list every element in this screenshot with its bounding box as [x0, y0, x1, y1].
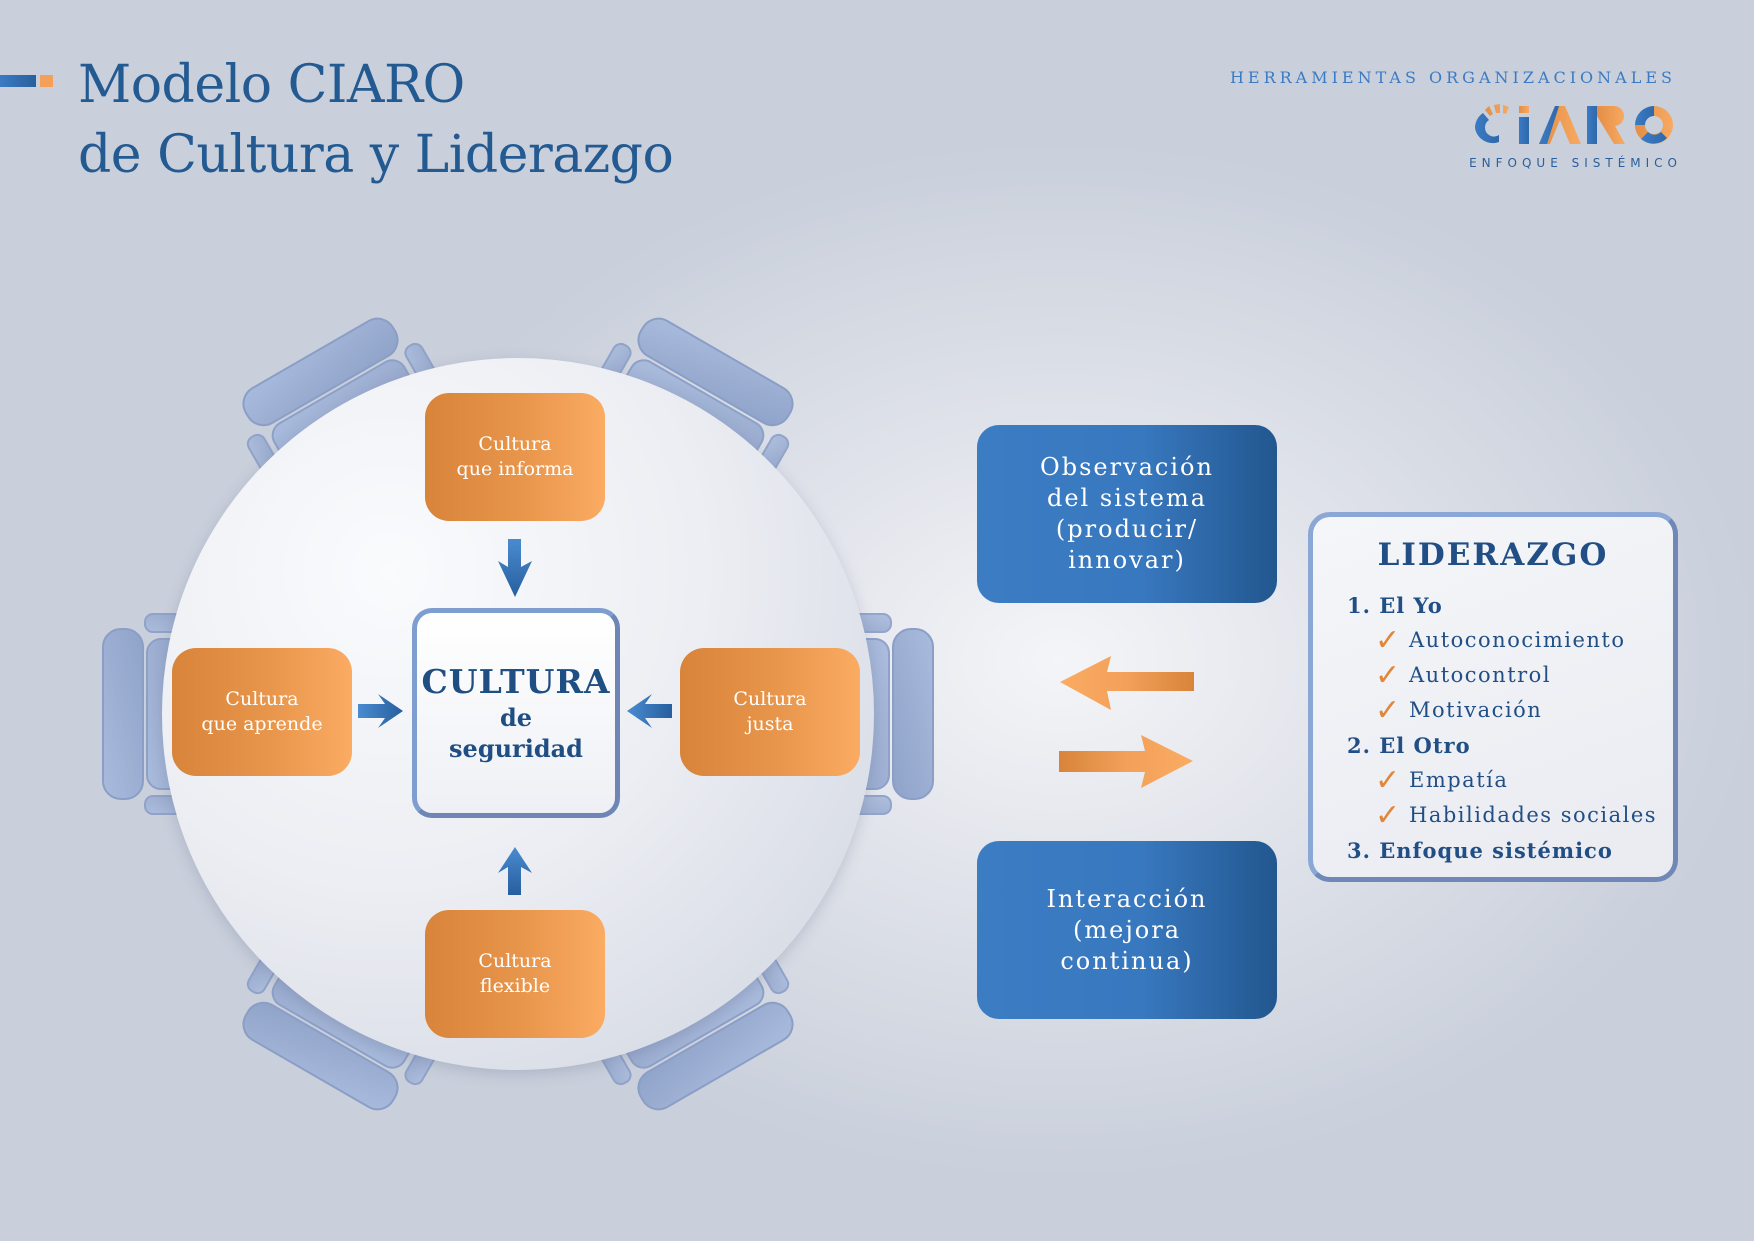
brand-tagline: HERRAMIENTAS ORGANIZACIONALES: [1229, 68, 1676, 87]
interaction-line: continua): [1060, 946, 1194, 975]
title-accent-blue-bar: [0, 75, 36, 87]
pillar-label-line2: que informa: [456, 458, 574, 480]
chair-part: [242, 317, 399, 427]
leadership-title: LIDERAZGO: [1377, 537, 1609, 573]
leadership-subitem: ✓ Autocontrol: [1347, 658, 1657, 693]
pillar-label-line2: justa: [746, 713, 794, 735]
logo-letter-i-dot: [1519, 106, 1529, 113]
observation-line: innovar): [1068, 546, 1186, 574]
check-icon: ✓: [1375, 623, 1402, 658]
leadership-item-text: 2. El Otro: [1347, 733, 1471, 758]
interaction-box: Interacción (mejora continua): [977, 841, 1277, 1019]
pillar-label-line1: Cultura: [478, 433, 552, 455]
arrow-up-icon: [498, 847, 532, 895]
chair-part: [892, 628, 934, 800]
check-icon: ✓: [1375, 693, 1402, 728]
observation-line: Observación: [1040, 453, 1214, 481]
observation-line: (producir/: [1055, 515, 1199, 543]
leadership-subitem: ✓ Motivación: [1347, 693, 1657, 728]
chair-part: [102, 628, 144, 800]
leadership-subitem-text: Empatía: [1409, 768, 1509, 792]
pillar-label-line2: que aprende: [201, 713, 323, 735]
pillar-label-line1: Cultura: [733, 688, 807, 710]
observation-line: del sistema: [1046, 484, 1208, 512]
pillar-label-line1: Cultura: [478, 950, 552, 972]
check-icon: ✓: [1375, 798, 1402, 833]
center-line2: de: [499, 703, 533, 732]
orange-arrow-left-icon: [1060, 656, 1194, 710]
leadership-subitem: ✓ Autoconocimiento: [1347, 623, 1657, 658]
check-icon: ✓: [1375, 658, 1402, 693]
chair-part: [242, 1001, 399, 1111]
leadership-subitem-text: Motivación: [1409, 698, 1543, 722]
safety-culture-center-box: CULTURA de seguridad: [412, 608, 620, 818]
brand-subtitle: ENFOQUE SISTÉMICO: [1469, 156, 1682, 170]
leadership-subitem: ✓ Habilidades sociales: [1347, 798, 1657, 833]
pillar-box-informa: Cultura que informa: [425, 393, 605, 521]
pillar-label-line2: flexible: [479, 975, 551, 997]
logo-rays: [1485, 104, 1509, 116]
leadership-subitem-text: Autocontrol: [1409, 663, 1552, 687]
pillar-box-aprende: Cultura que aprende: [172, 648, 352, 776]
leadership-item-text: 1. El Yo: [1347, 593, 1443, 618]
leadership-item: 3. Enfoque sistémico: [1347, 833, 1657, 868]
page-title-line-2: de Cultura y Liderazgo: [78, 125, 674, 185]
page-title-line-1: Modelo CIARO: [78, 55, 465, 115]
title-accent-orange-square: [40, 75, 53, 87]
chair-part: [637, 1001, 794, 1111]
orange-arrow-right-icon: [1059, 735, 1193, 788]
leadership-subitem-text: Autoconocimiento: [1409, 628, 1626, 652]
pillar-box-flexible: Cultura flexible: [425, 910, 605, 1038]
center-line3: seguridad: [449, 734, 583, 763]
leadership-item: 2. El Otro: [1347, 728, 1657, 763]
logo-letter-c: [1475, 113, 1499, 144]
interaction-line: (mejora: [1073, 915, 1181, 944]
leadership-subitem: ✓ Empatía: [1347, 763, 1657, 798]
pillar-label-line1: Cultura: [225, 688, 299, 710]
arrow-left-icon: [627, 694, 672, 728]
page-title: Modelo CIARO de Cultura y Liderazgo: [78, 50, 674, 190]
arrow-down-icon: [498, 539, 532, 597]
observation-box: Observación del sistema (producir/ innov…: [977, 425, 1277, 603]
chair-part: [637, 317, 794, 427]
leadership-item: 1. El Yo: [1347, 588, 1657, 623]
ciaro-logo: [1475, 104, 1673, 144]
leadership-item-text: 3. Enfoque sistémico: [1347, 838, 1613, 863]
interaction-line: Interacción: [1046, 884, 1208, 913]
logo-letter-i: [1519, 117, 1529, 144]
leadership-panel: LIDERAZGO 1. El Yo ✓ Autoconocimiento ✓ Au…: [1308, 512, 1678, 882]
arrow-right-icon: [358, 694, 403, 728]
center-title: CULTURA: [421, 662, 611, 701]
leadership-subitem-text: Habilidades sociales: [1409, 803, 1658, 827]
logo-letter-r: [1587, 106, 1597, 144]
leadership-list: 1. El Yo ✓Autoconocimiento ✓Autocontrol …: [1347, 588, 1657, 868]
pillar-box-justa: Cultura justa: [680, 648, 860, 776]
check-icon: ✓: [1375, 763, 1402, 798]
